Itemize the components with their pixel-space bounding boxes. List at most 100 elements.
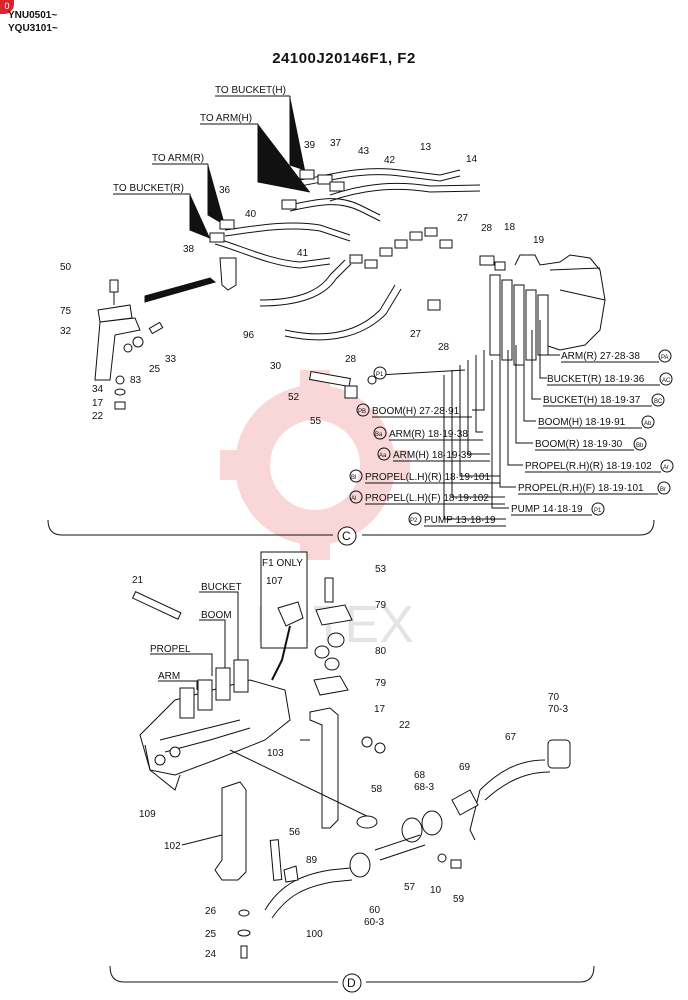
part-41: 41 bbox=[297, 248, 309, 259]
port-callout-propel-rh-f: PROPEL(R.H)(F) 18·19·101 bbox=[518, 483, 644, 494]
part-14: 14 bbox=[466, 154, 478, 165]
left-callout-arm-h: ARM(H) 18·19·39 bbox=[393, 450, 472, 461]
part-28c: 28 bbox=[438, 342, 450, 353]
left-code-ba: Ba bbox=[375, 432, 383, 438]
part-32: 32 bbox=[60, 326, 72, 337]
hose-label-to-arm-r: TO ARM(R) bbox=[152, 153, 204, 164]
port-callout-propel-rh-r: PROPEL(R.H)(R) 18·19·102 bbox=[525, 461, 652, 472]
d-part-107: 107 bbox=[266, 576, 283, 587]
bolt-52-fitting-55: P1 bbox=[309, 366, 466, 399]
hose-label-to-bucket-r: TO BUCKET(R) bbox=[113, 183, 184, 194]
left-code-al: Al bbox=[351, 496, 356, 502]
watermark-logo bbox=[220, 370, 410, 560]
d-part-24: 24 bbox=[205, 949, 217, 960]
left-callout-propel-lh-r: PROPEL(L.H)(R) 18·19·101 bbox=[365, 472, 490, 483]
part-43: 43 bbox=[358, 146, 370, 157]
port-code-bc: BC bbox=[654, 399, 663, 405]
part-52: 52 bbox=[288, 392, 300, 403]
d-part-26: 26 bbox=[205, 906, 217, 917]
part-37: 37 bbox=[330, 138, 342, 149]
port-callout-bucket-r: BUCKET(R) 18·19·36 bbox=[547, 374, 645, 385]
d-part-79b: 79 bbox=[375, 678, 387, 689]
section-c-marker: C bbox=[342, 529, 351, 543]
d-part-69: 69 bbox=[459, 762, 471, 773]
serial-range-1: YNU0501~ bbox=[8, 10, 58, 21]
d-part-10: 10 bbox=[430, 885, 442, 896]
part-42: 42 bbox=[384, 155, 396, 166]
valve-label-boom: BOOM bbox=[201, 610, 232, 621]
port-leader-lines bbox=[443, 300, 560, 520]
d-part-103: 103 bbox=[267, 748, 284, 759]
left-callout-pump: PUMP 13·18·19 bbox=[424, 515, 496, 526]
d-part-56: 56 bbox=[289, 827, 301, 838]
left-code-bl: Bl bbox=[351, 475, 356, 481]
part-28b: 28 bbox=[345, 354, 357, 365]
port-code-pa: PA bbox=[661, 355, 669, 361]
port-code-bb: Bb bbox=[636, 443, 644, 449]
d-part-89: 89 bbox=[306, 855, 318, 866]
part-40: 40 bbox=[245, 209, 257, 220]
port-callout-pump-right: PUMP 14·18·19 bbox=[511, 504, 583, 515]
port-callout-circles-right bbox=[591, 349, 674, 516]
part-75: 75 bbox=[60, 306, 72, 317]
p1-code-badge: P1 bbox=[376, 372, 384, 378]
serial-range-2: YQU3101~ bbox=[8, 23, 58, 34]
f1-only-label: F1 ONLY bbox=[262, 558, 303, 569]
d-part-67: 67 bbox=[505, 732, 517, 743]
left-callout-propel-lh-f: PROPEL(L.H)(F) 18·19·102 bbox=[365, 493, 489, 504]
port-callouts-right: ARM(R) 27·28·38 PA BUCKET(R) 18·19·36 AC… bbox=[511, 351, 671, 515]
section-c-part-numbers: 39 37 43 42 13 14 36 40 38 41 27 28 18 1… bbox=[60, 138, 545, 427]
d-part-109: 109 bbox=[139, 809, 156, 820]
part-36: 36 bbox=[219, 185, 231, 196]
d-part-60-3: 60-3 bbox=[364, 917, 384, 928]
d-part-59: 59 bbox=[453, 894, 465, 905]
d-part-100: 100 bbox=[306, 929, 323, 940]
hose-label-group: TO BUCKET(H) TO ARM(H) TO ARM(R) TO BUCK… bbox=[113, 85, 311, 239]
part-39: 39 bbox=[304, 140, 316, 151]
d-part-17: 17 bbox=[374, 704, 386, 715]
page-title: 24100J20146F1, F2 bbox=[272, 50, 416, 67]
part-19: 19 bbox=[533, 235, 545, 246]
fitting-row bbox=[209, 169, 506, 311]
part-27a: 27 bbox=[457, 213, 469, 224]
left-code-p2: P2 bbox=[410, 518, 418, 524]
part-25: 25 bbox=[149, 364, 161, 375]
d-part-79a: 79 bbox=[375, 600, 387, 611]
valve-label-propel: PROPEL bbox=[150, 644, 191, 655]
part-55: 55 bbox=[310, 416, 322, 427]
callout-underlines bbox=[365, 361, 661, 527]
section-d-frame bbox=[109, 965, 595, 993]
part-33: 33 bbox=[165, 354, 177, 365]
section-d-marker: D bbox=[347, 976, 356, 990]
port-callout-bucket-h: BUCKET(H) 18·19·37 bbox=[543, 395, 641, 406]
part-50: 50 bbox=[60, 262, 72, 273]
port-callout-circles-left bbox=[349, 403, 422, 526]
part-38: 38 bbox=[183, 244, 195, 255]
hose-label-to-bucket-h: TO BUCKET(H) bbox=[215, 85, 286, 96]
d-part-25: 25 bbox=[205, 929, 217, 940]
left-code-pb: PB bbox=[358, 409, 366, 415]
part-28a: 28 bbox=[481, 223, 493, 234]
port-callout-arm-r: ARM(R) 27·28·38 bbox=[561, 351, 640, 362]
d-part-60: 60 bbox=[369, 905, 381, 916]
valve-label-arm: ARM bbox=[158, 671, 180, 682]
section-c-frame bbox=[47, 519, 655, 546]
port-callouts-left: PB BOOM(H) 27·28·91 Ba ARM(R) 18·19·38 A… bbox=[351, 406, 496, 526]
part-22: 22 bbox=[92, 411, 104, 422]
section-d-drawing bbox=[131, 551, 571, 959]
d-part-70-3: 70-3 bbox=[548, 704, 568, 715]
valve-label-bucket: BUCKET bbox=[201, 582, 242, 593]
part-18: 18 bbox=[504, 222, 516, 233]
d-part-58: 58 bbox=[371, 784, 383, 795]
left-callout-boom-h: BOOM(H) 27·28·91 bbox=[372, 406, 460, 417]
d-part-102: 102 bbox=[164, 841, 181, 852]
port-code-ac: AC bbox=[662, 378, 671, 384]
part-13: 13 bbox=[420, 142, 432, 153]
d-part-70: 70 bbox=[548, 692, 560, 703]
left-callout-arm-r: ARM(R) 18·19·38 bbox=[389, 429, 468, 440]
d-part-80: 80 bbox=[375, 646, 387, 657]
hose-bundle-drawing: P1 bbox=[94, 168, 606, 520]
control-valve-block bbox=[489, 254, 606, 366]
d-part-22: 22 bbox=[399, 720, 411, 731]
d-part-68-3: 68-3 bbox=[414, 782, 434, 793]
